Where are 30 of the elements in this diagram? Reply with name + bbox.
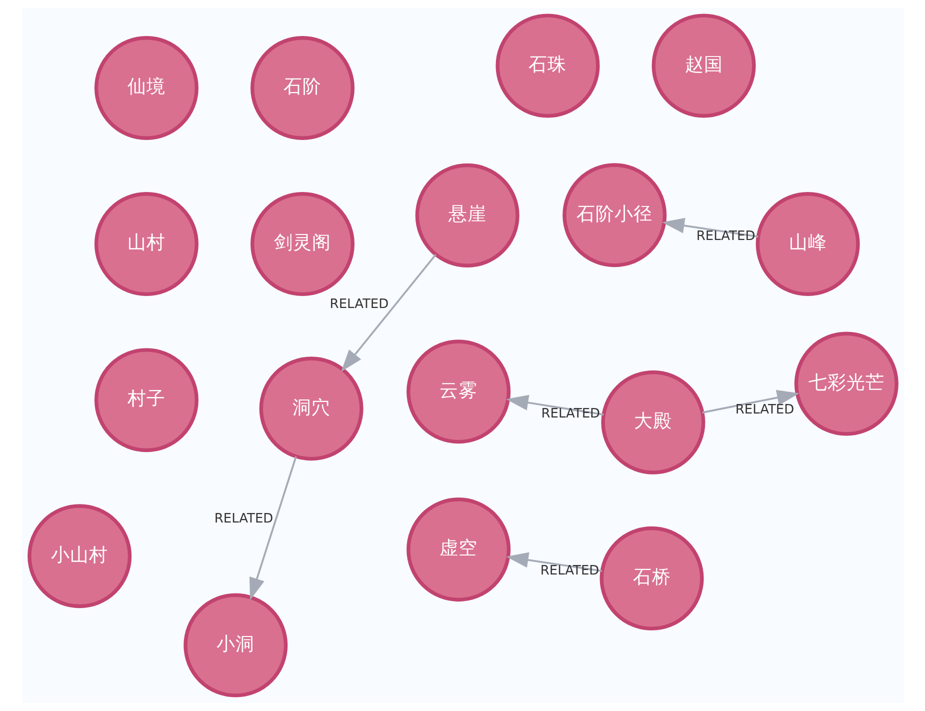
arrow <box>506 552 602 572</box>
edge-label: RELATED <box>540 563 599 578</box>
arrow <box>248 456 296 600</box>
node-circle: 悬崖 <box>414 163 519 268</box>
node-circle: 小山村 <box>27 504 132 608</box>
node-circle: 赵国 <box>651 14 756 118</box>
node-circle: 小洞 <box>183 593 288 698</box>
node-circle: 仙境 <box>94 36 198 140</box>
arrow <box>702 390 799 414</box>
edge-label: RELATED <box>329 297 388 312</box>
node-circle: 山村 <box>94 192 198 296</box>
edge-label: RELATED <box>696 228 755 244</box>
node-circle: 剑灵阁 <box>250 192 354 296</box>
edge-label: RELATED <box>214 511 273 526</box>
edge-label: RELATED <box>540 406 600 422</box>
arrow <box>505 394 604 416</box>
node-circle: 洞穴 <box>258 356 363 461</box>
node-circle: 石珠 <box>495 14 600 118</box>
node-circle: 石桥 <box>599 526 704 630</box>
node-circle: 石阶 <box>250 36 354 140</box>
node-circle: 云雾 <box>406 340 510 444</box>
node-circle: 村子 <box>94 348 198 452</box>
node-circle: 虚空 <box>406 498 510 602</box>
arrow <box>662 218 758 238</box>
arrow <box>340 254 436 372</box>
node-circle: 大殿 <box>600 370 705 474</box>
node-circle: 七彩光芒 <box>794 332 898 436</box>
node-circle: 石阶小径 <box>562 163 666 268</box>
edge-label: RELATED <box>734 402 794 418</box>
node-circle: 山峰 <box>755 192 860 296</box>
